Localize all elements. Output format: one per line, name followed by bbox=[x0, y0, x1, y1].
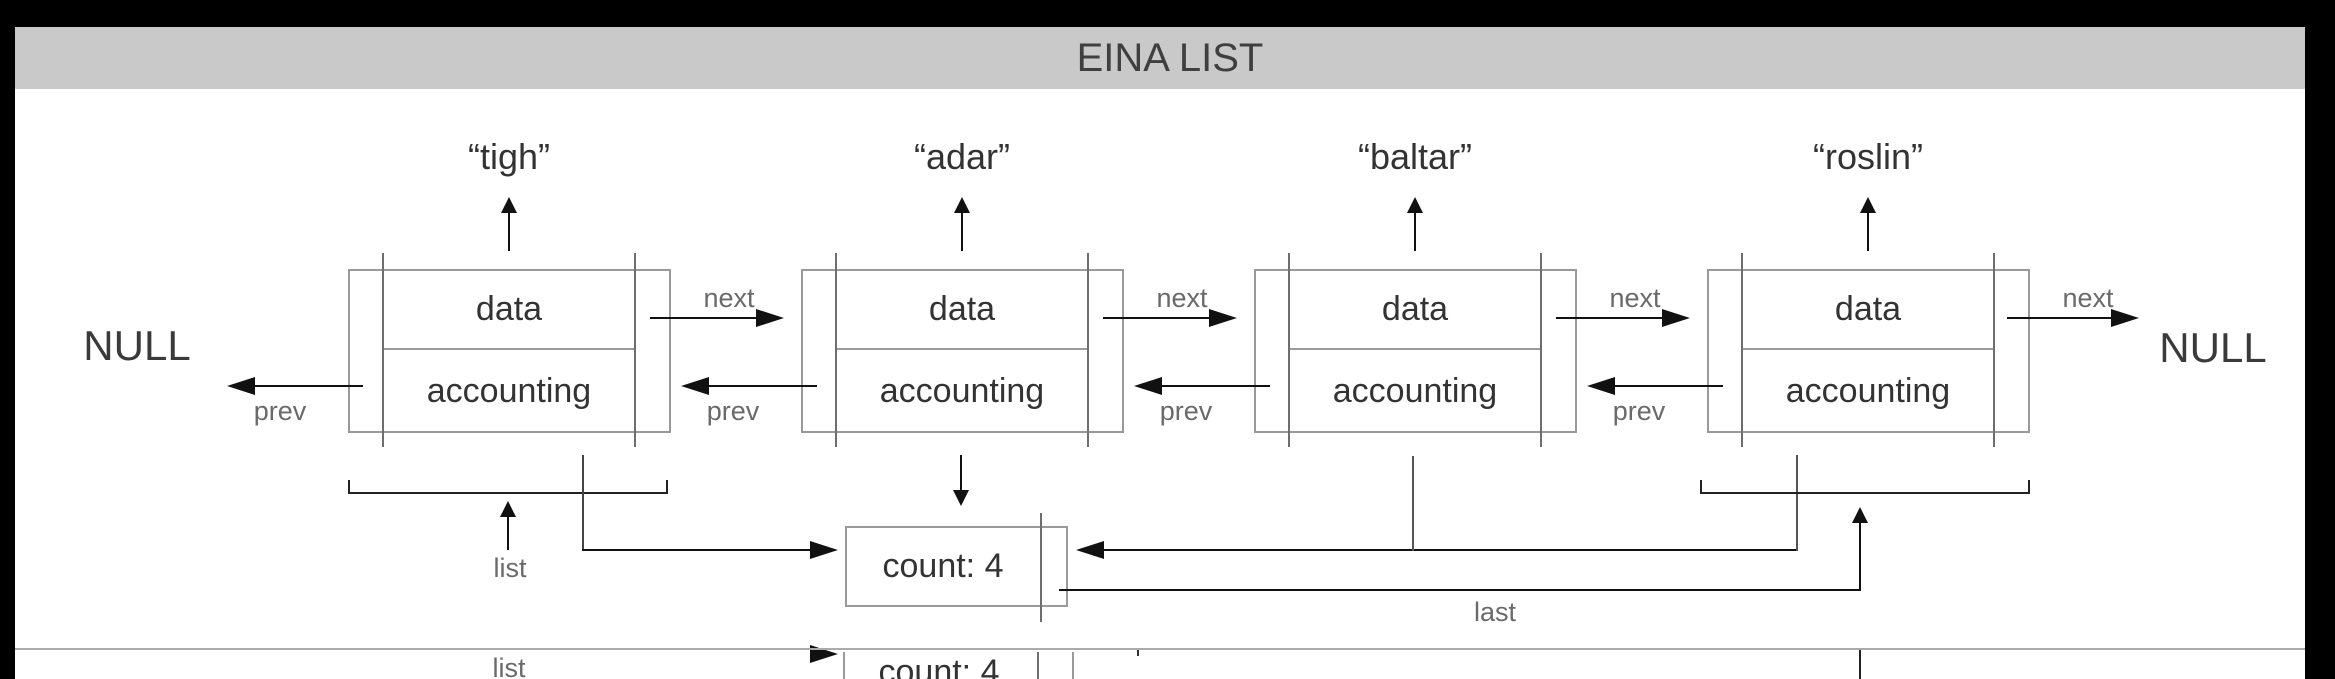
prev-arrow-1-line bbox=[251, 385, 363, 387]
null-left-label: NULL bbox=[83, 322, 191, 369]
prev-arrow-4-line bbox=[1611, 385, 1723, 387]
node-1-left-column-line bbox=[382, 253, 384, 447]
node-1-bracket bbox=[348, 492, 668, 494]
node-3-box bbox=[1254, 269, 1577, 433]
bottom-separator-line bbox=[15, 648, 2305, 650]
next-arrow-2-head-icon bbox=[1209, 309, 1237, 327]
node-4-bracket bbox=[1700, 492, 2030, 494]
node-2-right-column-line bbox=[1087, 253, 1089, 447]
last-pointer-vertical bbox=[1859, 523, 1861, 591]
node-3-value-arrow-shaft bbox=[1414, 213, 1416, 251]
next-arrow-1-line bbox=[650, 317, 760, 319]
prev-arrow-3-head-icon bbox=[1134, 377, 1162, 395]
node-3-cell-divider bbox=[1290, 348, 1540, 350]
node-2-value-arrow-shaft bbox=[961, 213, 963, 251]
prev-arrow-2-line bbox=[705, 385, 817, 387]
node-2-cell-divider bbox=[837, 348, 1087, 350]
node-1-value-arrow-head-icon bbox=[501, 197, 517, 213]
prev-arrow-4-head-icon bbox=[1587, 377, 1615, 395]
prev-arrow-4-label: prev bbox=[1612, 396, 1666, 426]
next-arrow-3-head-icon bbox=[1662, 309, 1690, 327]
bottom-strip-column-line bbox=[1037, 652, 1039, 679]
node-3-down-line bbox=[1412, 456, 1414, 551]
node-2-down-arrow-shaft bbox=[960, 455, 962, 491]
bottom-strip-list-label: list bbox=[492, 653, 526, 679]
list-pointer-label: list bbox=[493, 553, 527, 583]
node-2-left-column-line bbox=[835, 253, 837, 447]
bottom-strip-box-right-edge bbox=[1072, 652, 1074, 679]
node-1-value-arrow-shaft bbox=[508, 213, 510, 251]
node-3-value-arrow-head-icon bbox=[1407, 197, 1423, 213]
node-1-right-column-line bbox=[634, 253, 636, 447]
diagram-title: EINA LIST bbox=[1076, 36, 1264, 80]
prev-arrow-1-head-icon bbox=[227, 377, 255, 395]
node-4-box bbox=[1707, 269, 2030, 433]
node-3-value-label: “baltar” bbox=[1357, 136, 1473, 177]
next-arrow-3-label: next bbox=[1609, 283, 1661, 313]
node-4-cell-divider bbox=[1743, 348, 1993, 350]
node-4-value-arrow-shaft bbox=[1867, 213, 1869, 251]
next-arrow-4-label: next bbox=[2062, 283, 2114, 313]
node-2-data-cell: data bbox=[928, 289, 996, 328]
node-2-value-arrow-head-icon bbox=[954, 197, 970, 213]
prev-arrow-2-label: prev bbox=[706, 396, 760, 426]
next-arrow-4-line bbox=[2007, 317, 2115, 319]
last-pointer-line bbox=[1059, 589, 1861, 591]
prev-arrow-2-head-icon bbox=[681, 377, 709, 395]
node-1-data-cell: data bbox=[475, 289, 543, 328]
count-box-column-line bbox=[1040, 513, 1042, 622]
list-arrow-shaft bbox=[507, 517, 509, 550]
bottom-strip-count-value: count: 4 bbox=[878, 653, 1000, 679]
node-4-value-arrow-head-icon bbox=[1860, 197, 1876, 213]
prev-arrow-3-line bbox=[1158, 385, 1270, 387]
next-arrow-3-line bbox=[1556, 317, 1666, 319]
last-arrow-head-icon bbox=[1852, 507, 1868, 523]
bottom-strip-box-left-edge bbox=[843, 652, 845, 679]
node-4-bracket-left-tick bbox=[1700, 480, 1702, 493]
node-1-accounting-cell: accounting bbox=[426, 371, 592, 410]
node-3-right-column-line bbox=[1540, 253, 1542, 447]
node-1-bracket-right-tick bbox=[666, 480, 668, 493]
node-1-value-label: “tigh” bbox=[467, 136, 551, 177]
next-arrow-2-line bbox=[1103, 317, 1213, 319]
node-4-accounting-cell: accounting bbox=[1785, 371, 1951, 410]
node-3-left-column-line bbox=[1288, 253, 1290, 447]
next-arrow-1-label: next bbox=[703, 283, 755, 313]
node-2-accounting-cell: accounting bbox=[879, 371, 1045, 410]
count-value: count: 4 bbox=[882, 547, 1004, 585]
next-arrow-1-head-icon bbox=[756, 309, 784, 327]
node-1-box bbox=[348, 269, 671, 433]
node-1-bracket-left-tick bbox=[348, 480, 350, 493]
list-arrow-head-icon bbox=[500, 501, 516, 517]
node-1-cell-divider bbox=[384, 348, 634, 350]
node-4-right-column-line bbox=[1993, 253, 1995, 447]
node-4-data-cell: data bbox=[1834, 289, 1902, 328]
next-arrow-4-head-icon bbox=[2111, 309, 2139, 327]
node-3-accounting-cell: accounting bbox=[1332, 371, 1498, 410]
count-box-left-arrow-head-icon bbox=[810, 541, 838, 559]
last-pointer-label: last bbox=[1473, 597, 1517, 627]
node-4-left-column-line bbox=[1741, 253, 1743, 447]
node-2-box bbox=[801, 269, 1124, 433]
prev-arrow-3-label: prev bbox=[1159, 396, 1213, 426]
node-4-value-label: “roslin” bbox=[1812, 136, 1924, 177]
prev-arrow-1-label: prev bbox=[253, 396, 307, 426]
node-4-elbow-vertical bbox=[1796, 455, 1798, 551]
node-1-elbow-horizontal bbox=[582, 549, 812, 551]
count-right-feed-line bbox=[1102, 549, 1798, 551]
title-bar bbox=[15, 27, 2305, 89]
count-box bbox=[845, 526, 1068, 607]
node-3-data-cell: data bbox=[1381, 289, 1449, 328]
node-2-value-label: “adar” bbox=[913, 136, 1011, 177]
count-box-right-arrow-head-icon bbox=[1076, 541, 1104, 559]
null-right-label: NULL bbox=[2159, 324, 2267, 371]
node-4-bracket-right-tick bbox=[2028, 480, 2030, 493]
next-arrow-2-label: next bbox=[1156, 283, 1208, 313]
page-background bbox=[15, 27, 2305, 679]
bottom-strip-partial-tick bbox=[1137, 650, 1139, 656]
node-2-down-arrow-head-icon bbox=[953, 490, 969, 506]
bottom-strip-last-arrow-shaft bbox=[1859, 650, 1861, 679]
node-1-elbow-vertical bbox=[582, 455, 584, 551]
